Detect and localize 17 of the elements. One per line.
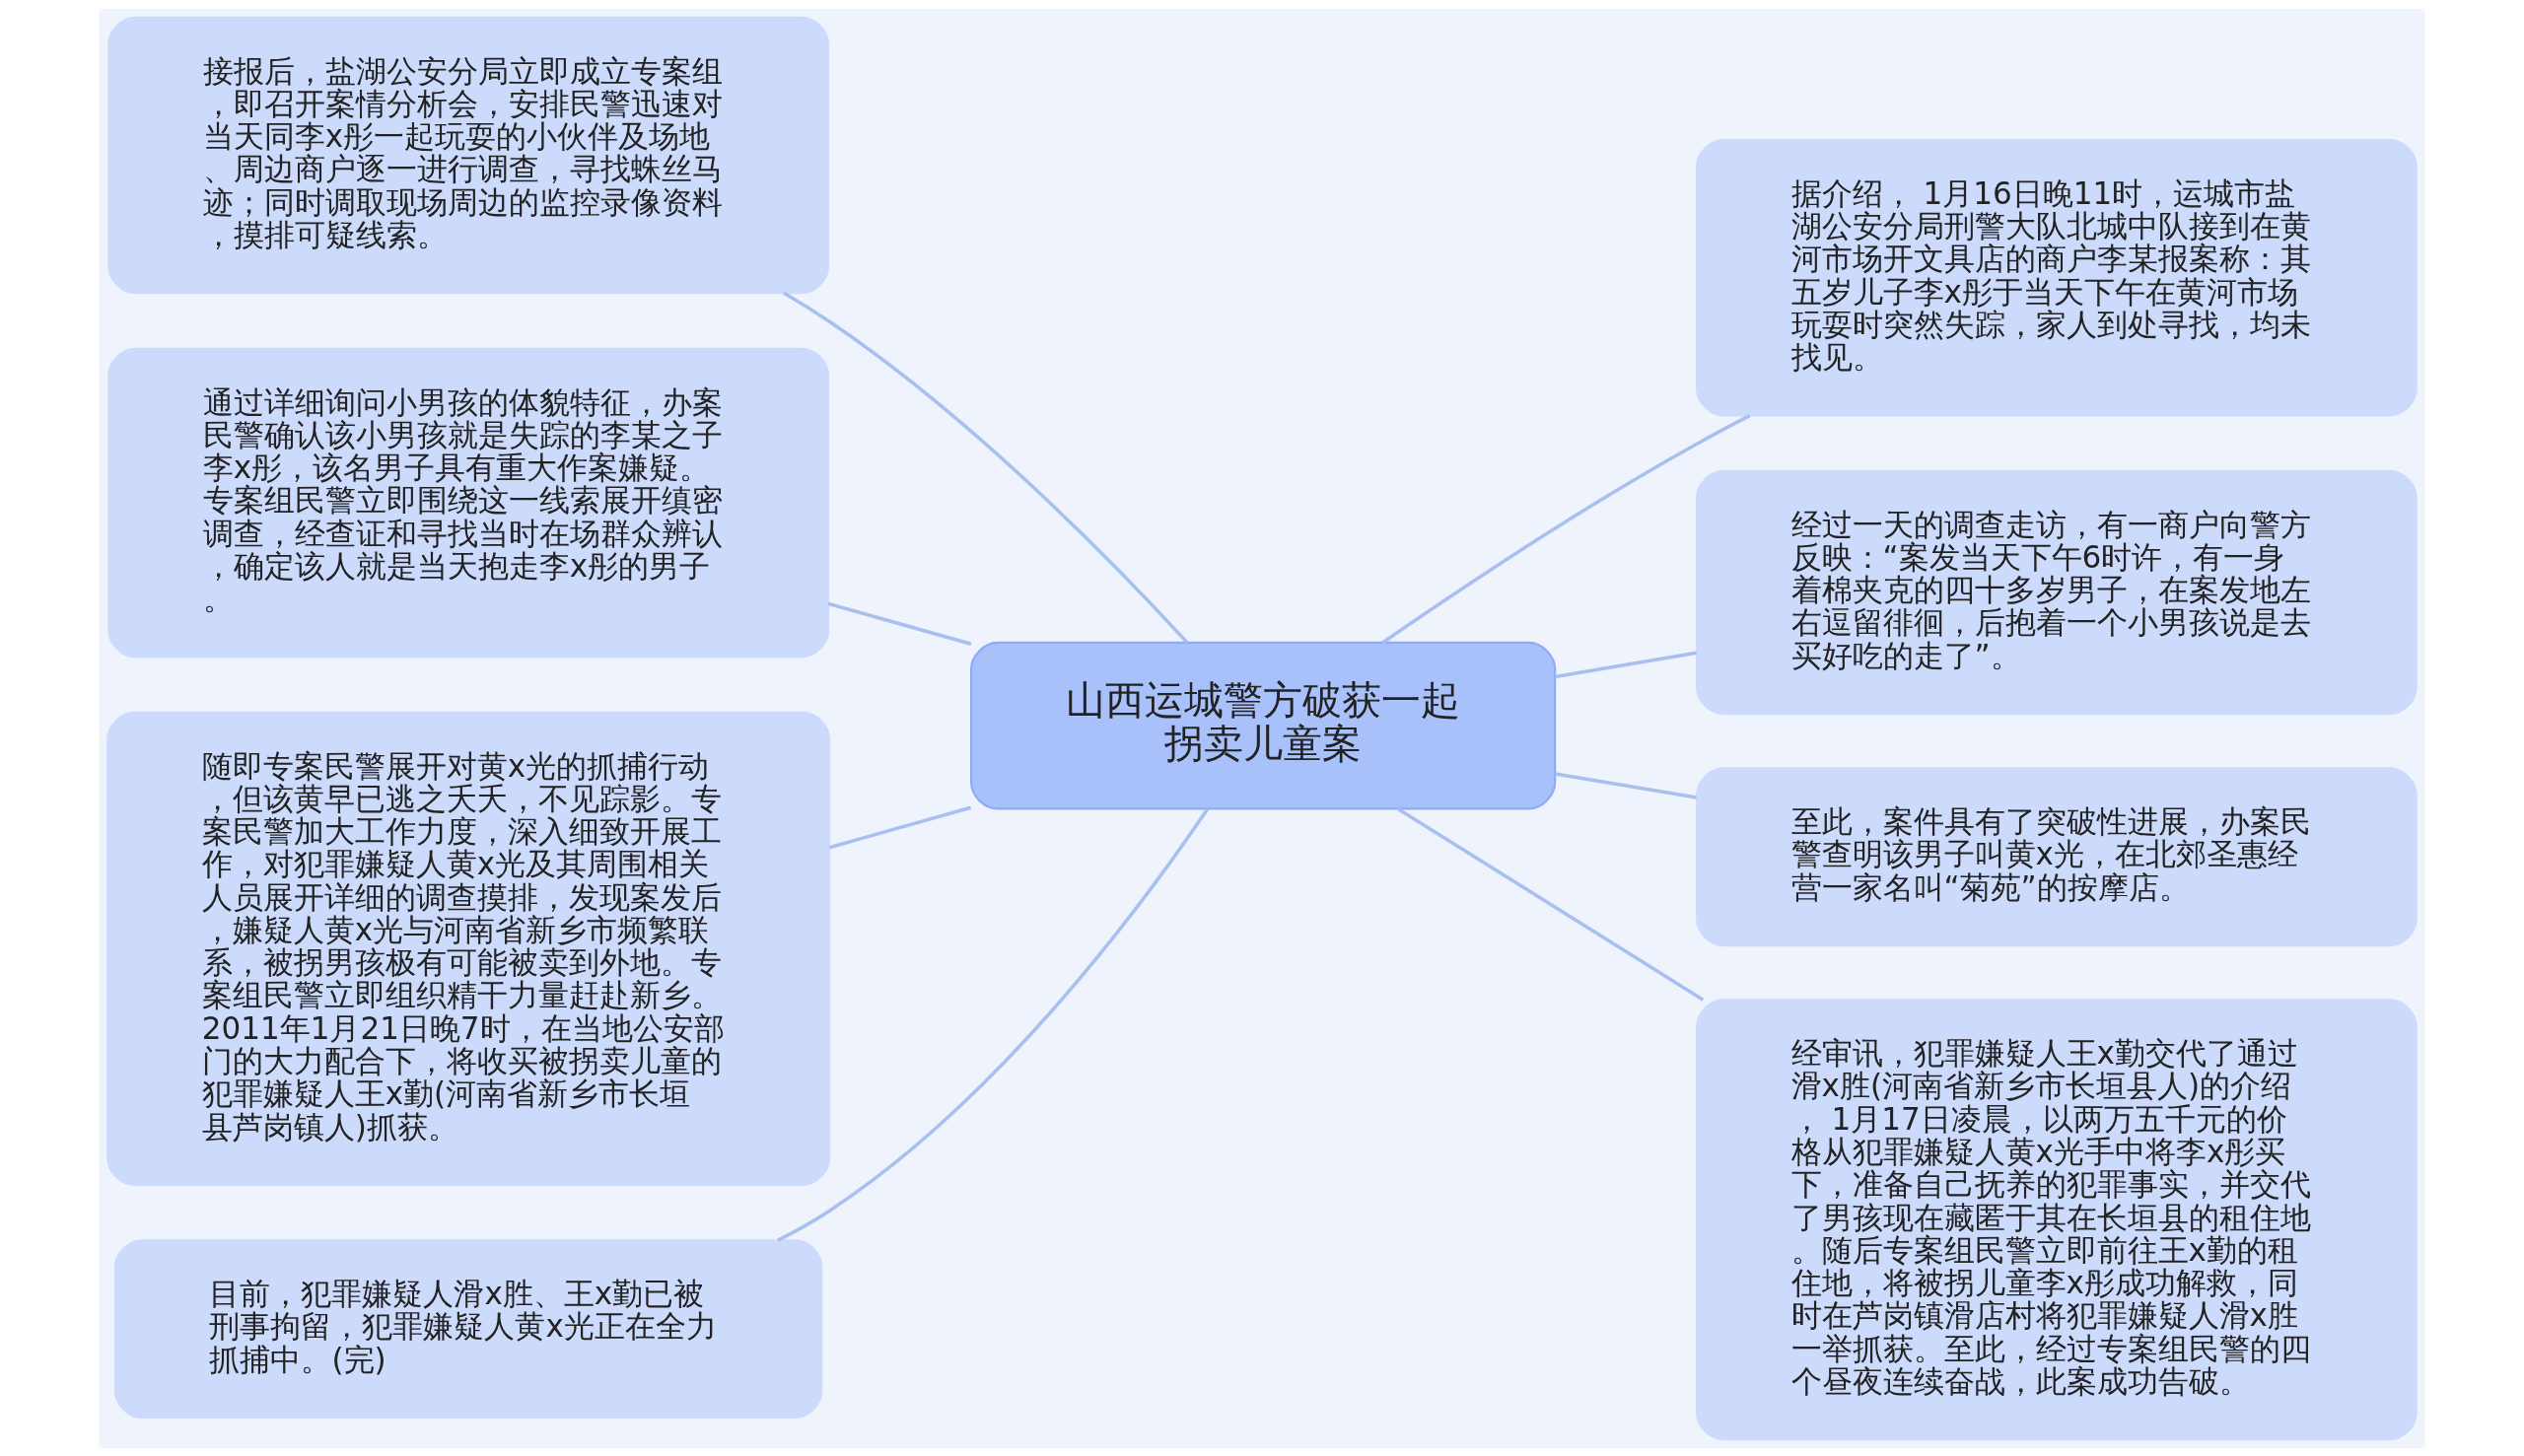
- connector: [827, 601, 972, 646]
- node-box: 经过一天的调查走访，有一商户向警方反映：“案发当天下午6时许，有一身着棉夹克的四十多岁男子，在案发地左右逗留徘徊，后抱着一个小男孩说是去买好吃的走了”。: [1696, 469, 2418, 715]
- node-box: 据介绍， 1月16日晚11时，运城市盐湖公安分局刑警大队北城中队接到在黄河市场开文具店的商户李某报案称：其五岁儿子李x彤于当天下午在黄河市场玩耍时突然失踪，家人到处寻找，均未找见。: [1696, 138, 2418, 416]
- connector: [783, 291, 1189, 644]
- connector: [1555, 771, 1697, 799]
- connector: [1381, 413, 1751, 644]
- node-box: 随即专案民警展开对黄x光的抓捕行动，但该黄早已逃之夭夭，不见踪影。专案民警加大工作力度，深入细致开展工作，对犯罪嫌疑人黄x光及其周围相关人员展开详细的调查摸排，发现案发后，嫌疑人黄x光与河南省新乡市频繁联系，被拐男孩极有可能被卖到外地。专案组民警立即组织精干力量赶赴新乡。2011年1月21日晚7时，在当地公安部门的大力配合下，将收买被拐卖儿童的犯罪嫌疑人王x勤(河南省新乡市长垣县芦岗镇人)抓获。: [106, 711, 831, 1186]
- node-box: 通过详细询问小男孩的体貌特征，办案民警确认该小男孩就是失踪的李某之子李x彤，该名男子具有重大作案嫌疑。专案组民警立即围绕这一线索展开缜密调查，经查证和寻找当时在场群众辨认，确定该人就是当天抱走李x彤的男子。: [107, 347, 829, 658]
- node-box: 接报后，盐湖公安分局立即成立专案组，即召开案情分析会，安排民警迅速对当天同李x彤一起玩耍的小伙伴及场地、周边商户逐一进行调查，寻找蛛丝马迹；同时调取现场周边的监控录像资料，摸排可疑线索。: [107, 16, 829, 294]
- connector: [777, 807, 1210, 1242]
- connector: [1555, 651, 1697, 678]
- node-box: 至此，案件具有了突破性进展，办案民警查明该男子叫黄x光，在北郊圣惠经营一家名叫“菊苑”的按摩店。: [1696, 766, 2418, 946]
- node-box: 经审讯，犯罪嫌疑人王x勤交代了通过滑x胜(河南省新乡市长垣县人)的介绍， 1月17日凌晨，以两万五千元的价格从犯罪嫌疑人黄x光手中将李x彤买下，准备自己抚养的犯罪事实，并交代了男孩现在藏匿于其在长垣县的租住地。随后专案组民警立即前往王x勤的租住地，将被拐儿童李x彤成功解救，同时在芦岗镇滑店村将犯罪嫌疑人滑x胜一举抓获。至此，经过专案组民警的四个昼夜连续奋战，此案成功告破。: [1696, 998, 2418, 1440]
- connector: [1397, 806, 1705, 1002]
- connector: [828, 805, 972, 849]
- node-box: 目前，犯罪嫌疑人滑x胜、王x勤已被刑事拘留，犯罪嫌疑人黄x光正在全力抓捕中。(完): [114, 1238, 823, 1419]
- node-box: 山西运城警方破获一起拐卖儿童案: [970, 641, 1557, 810]
